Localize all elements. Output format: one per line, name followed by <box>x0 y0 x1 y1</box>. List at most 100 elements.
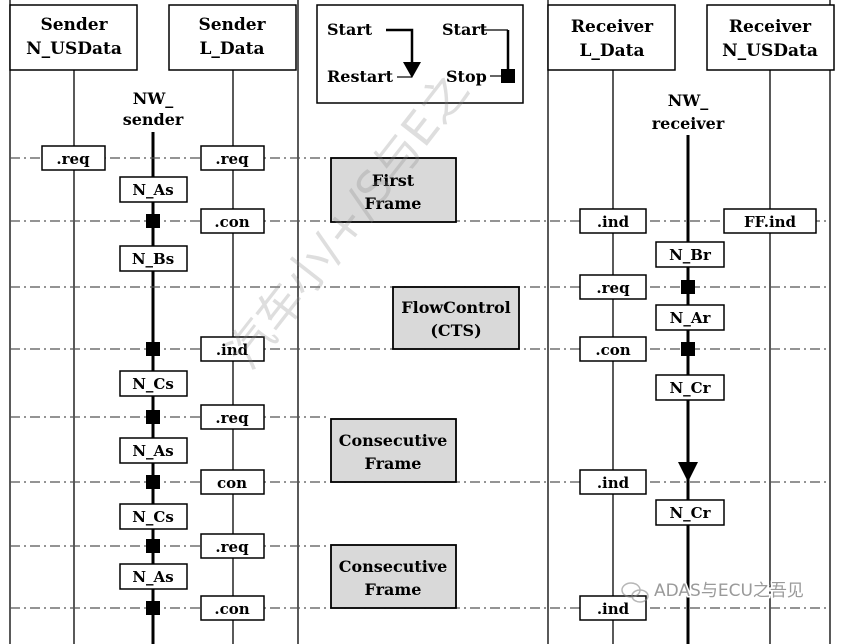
label-text: N_As <box>132 181 173 199</box>
label-text: .ind <box>597 600 630 618</box>
label-text: .ind <box>597 213 630 231</box>
label-text: N_Cs <box>132 375 174 393</box>
frame-first-line-2: Frame <box>365 194 422 213</box>
label-text: N_As <box>132 442 173 460</box>
label-text: .ind <box>597 474 630 492</box>
legend-restart-label: Restart <box>327 67 394 86</box>
stop-marker-icon <box>484 29 515 83</box>
stop-marker-icon <box>681 342 695 356</box>
sender-label-req-l1: .req <box>200 145 265 171</box>
legend-start2-label: Start <box>442 20 488 39</box>
stop-marker-icon <box>146 475 160 489</box>
header-receiver-n-usdata: Receiver N_USData <box>706 4 835 71</box>
header-sender-l-data: Sender L_Data <box>168 4 297 71</box>
sender-label-n-as3: N_As <box>119 563 188 590</box>
sender-label-con2: con <box>200 469 265 495</box>
corner-watermark: ADAS与ECU之吾见 <box>621 580 805 603</box>
stop-marker-icon <box>146 539 160 553</box>
header-line-1: Sender <box>40 15 108 35</box>
restart-arrowhead-icon <box>678 462 698 482</box>
label-text: .ind <box>216 341 249 359</box>
label-text: .req <box>215 409 249 427</box>
label-text: FF.ind <box>744 213 797 231</box>
frame-consecutive-line-1: Consecutive <box>339 557 448 576</box>
stop-marker-icon <box>146 601 160 615</box>
receiver-label-n-br: N_Br <box>655 241 725 268</box>
frame-flowcontrol: FlowControl (CTS) <box>392 286 520 350</box>
receiver-label-ind1: .ind <box>579 208 647 234</box>
sender-label-n-bs: N_Bs <box>119 245 188 272</box>
receiver-label-n-cr2: N_Cr <box>655 499 725 526</box>
sender-label-ind1: .ind <box>200 336 265 362</box>
stop-marker-icon <box>681 280 695 294</box>
nw-sender-line-1: NW_ <box>133 89 174 108</box>
header-line-2: L_Data <box>199 39 264 59</box>
sender-label-n-as2: N_As <box>119 437 188 464</box>
nw-sender-line-2: sender <box>123 110 184 129</box>
label-text: N_Cr <box>669 504 711 522</box>
sender-label-req-l3: .req <box>200 533 265 559</box>
sender-label-con1: .con <box>200 208 265 234</box>
label-text: N_Cr <box>669 379 711 397</box>
label-text: N_Cs <box>132 508 174 526</box>
sender-label-n-cs2: N_Cs <box>119 503 188 530</box>
header-sender-n-usdata: Sender N_USData <box>9 4 138 71</box>
header-receiver-l-data: Receiver L_Data <box>547 4 676 71</box>
receiver-stop-markers <box>681 280 695 356</box>
stop-marker-icon <box>146 410 160 424</box>
sender-label-n-as1: N_As <box>119 176 188 203</box>
frame-consecutive-1: Consecutive Frame <box>330 418 457 483</box>
receiver-label-ff-ind: FF.ind <box>723 208 817 234</box>
frame-consecutive-line-2: Frame <box>365 580 422 599</box>
header-line-1: Receiver <box>729 17 812 37</box>
label-text: N_Bs <box>132 250 174 268</box>
header-line-1: Receiver <box>571 17 654 37</box>
label-text: .req <box>215 150 249 168</box>
corner-watermark-text: ADAS与ECU之吾见 <box>654 581 804 601</box>
label-text: .con <box>595 341 630 359</box>
header-line-2: L_Data <box>579 41 644 61</box>
restart-arrow-icon <box>386 28 421 78</box>
wechat-logo-icon <box>621 582 649 603</box>
stop-marker-icon <box>146 342 160 356</box>
frame-consecutive-line-1: Consecutive <box>339 431 448 450</box>
receiver-label-ind3: .ind <box>579 595 647 621</box>
label-text: con <box>217 474 247 492</box>
receiver-label-n-cr1: N_Cr <box>655 374 725 401</box>
legend-box: Start Restart Start Stop <box>316 4 524 104</box>
legend-stop-label: Stop <box>446 67 487 86</box>
label-text: .req <box>56 150 90 168</box>
frame-flowcontrol-line-2: (CTS) <box>430 321 481 340</box>
sender-label-con3: .con <box>200 595 265 621</box>
label-text: .con <box>214 213 249 231</box>
frame-consecutive-line-2: Frame <box>365 454 422 473</box>
frame-first-line-1: First <box>372 171 415 190</box>
label-text: N_Ar <box>670 309 712 327</box>
sender-label-req1: .req <box>41 145 106 171</box>
legend-start-label: Start <box>327 20 373 39</box>
header-line-2: N_USData <box>26 39 122 59</box>
stop-marker-icon <box>146 214 160 228</box>
label-text: N_As <box>132 568 173 586</box>
label-text: .req <box>215 538 249 556</box>
receiver-label-con: .con <box>579 336 647 362</box>
nw-receiver-line-2: receiver <box>652 114 725 133</box>
header-line-2: N_USData <box>722 41 818 61</box>
label-text: N_Br <box>669 246 712 264</box>
receiver-label-req: .req <box>579 274 647 300</box>
frame-flowcontrol-line-1: FlowControl <box>401 298 511 317</box>
nw-receiver-label: NW_ receiver <box>640 88 736 134</box>
nw-sender-label: NW_ sender <box>110 86 200 130</box>
sender-stop-markers <box>146 214 160 615</box>
receiver-label-n-ar: N_Ar <box>655 304 725 331</box>
label-text: .req <box>596 279 630 297</box>
label-text: .con <box>214 600 249 618</box>
nw-receiver-line-1: NW_ <box>668 91 709 110</box>
frame-consecutive-2: Consecutive Frame <box>330 544 457 609</box>
sender-label-n-cs1: N_Cs <box>119 370 188 397</box>
receiver-label-ind2: .ind <box>579 469 647 495</box>
header-line-1: Sender <box>198 15 266 35</box>
frame-first: First Frame <box>330 157 457 223</box>
sender-label-req-l2: .req <box>200 404 265 430</box>
